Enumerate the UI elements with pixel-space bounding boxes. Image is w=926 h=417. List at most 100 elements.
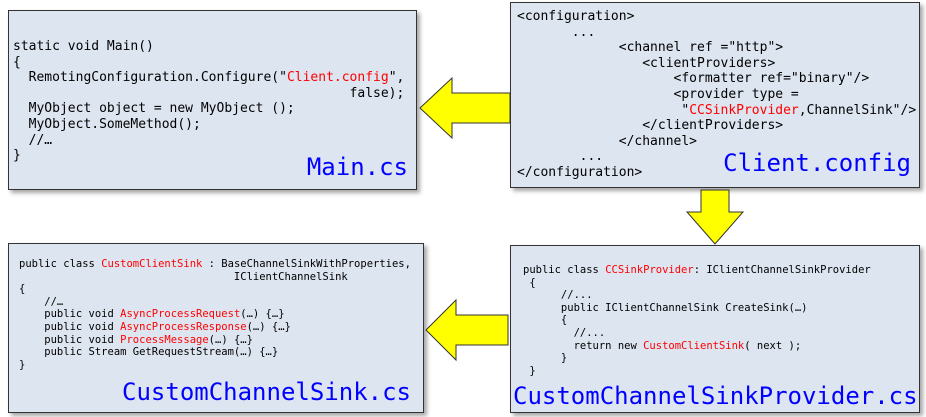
code-line: public void AsyncProcessResponse(…) {…} [19,321,411,334]
code-text: static void Main() [13,39,154,54]
code-line: public void ProcessMessage(…) {…} [19,334,411,347]
code-line: ... [517,149,916,165]
code-line: public Stream GetRequestStream(…) {…} [19,346,411,359]
code-line: <provider type = [517,87,916,103]
highlighted-identifier: CCSinkProvider [689,102,799,118]
arrow-left-top-icon [419,76,511,140]
code-line: "CCSinkProvider,ChannelSink"/> [517,103,916,119]
custom-channel-sink-provider-box: public class CCSinkProvider: IClientChan… [510,245,920,413]
code-text: (…) {…} [208,333,253,346]
code-line: ... [517,25,916,41]
code-text: </channel> [517,133,698,149]
code-text: } [13,148,21,164]
custom-channel-sink-filename: CustomChannelSink.cs [122,378,411,406]
code-text: //… [13,132,53,148]
highlighted-identifier: CCSinkProvider [605,264,694,276]
code-line: { [523,314,871,327]
code-line: //… [13,133,404,149]
code-text: false); [13,85,405,101]
code-text: //... [523,289,593,302]
code-text: public void [19,333,121,346]
code-text: IClientChannelSink [19,270,348,283]
arrow-left-bottom-icon [425,298,509,362]
code-line: return new CustomClientSink( next ); [523,340,871,353]
code-text: <channel ref ="http"> [517,40,784,56]
code-text: { [13,54,21,70]
code-text: </clientProviders> [517,118,784,134]
code-line: } [19,359,411,372]
code-line: RemotingConfiguration.Configure("Client.… [13,70,405,86]
code-line: } [13,148,404,164]
custom-channel-sink-code: public class CustomClientSink : BaseChan… [19,258,411,371]
code-line: <configuration> [517,9,916,25]
code-text: ( next ); [744,339,802,352]
client-config-filename: Client.config [723,149,911,177]
code-text: (…) {…} [246,320,291,333]
code-line: </configuration> [517,165,916,181]
code-line: </channel> [517,134,916,150]
code-line: } [523,365,871,378]
code-line: { [19,283,411,296]
code-line: </clientProviders> [517,118,916,134]
code-text: ", [388,70,405,86]
code-text: public class [523,264,606,276]
code-text: <formatter ref="binary"/> [517,71,870,87]
code-text: { [19,283,26,296]
code-text: { [523,314,568,327]
code-text: MyObject object = new MyObject (); [13,101,295,117]
code-text: <provider type = [517,86,799,102]
code-text: </configuration> [517,164,643,180]
highlighted-identifier: CustomClientSink [101,258,203,270]
main-cs-filename: Main.cs [306,153,408,181]
highlighted-identifier: AsyncProcessRequest [120,308,241,321]
code-text: MyObject.SomeMethod(); [13,116,201,132]
code-line: MyObject object = new MyObject (); [13,101,404,117]
code-line: //… [19,296,411,309]
client-config-code: <configuration> ... <channel ref ="http"… [517,9,916,181]
code-text: } [19,358,26,371]
client-config-box: <configuration> ... <channel ref ="http"… [510,2,920,188]
code-line: public void AsyncProcessRequest(…) {…} [19,308,411,321]
code-line: <channel ref ="http"> [517,40,916,56]
code-text: RemotingConfiguration.Configure(" [13,70,287,86]
highlighted-identifier: CustomClientSink [643,339,745,352]
highlighted-identifier: Client.config [286,70,389,86]
code-line: } [523,352,871,365]
code-text: : BaseChannelSinkWithProperties, [202,258,411,270]
code-text: <clientProviders> [517,55,776,71]
code-text: ,ChannelSink"/> [798,102,917,118]
code-line: false); [13,85,405,102]
code-line: public IClientChannelSink CreateSink(…) [523,302,871,315]
code-line: { [523,277,871,290]
highlighted-identifier: ProcessMessage [120,333,209,346]
code-text: } [523,364,536,377]
code-text: <configuration> [517,9,635,24]
code-text: //... [523,326,606,339]
code-line: //... [523,289,871,302]
code-text: public Stream GetRequestStream(…) {…} [19,346,279,359]
code-line: public class CustomClientSink : BaseChan… [19,258,411,271]
main-cs-box: static void Main(){ RemotingConfiguratio… [8,10,417,190]
code-text: " [517,102,690,118]
code-line: IClientChannelSink [19,271,411,284]
code-text: public IClientChannelSink CreateSink(…) [523,301,808,314]
code-text: public class [19,258,102,270]
custom-channel-sink-provider-filename: CustomChannelSinkProvider.cs [513,382,918,410]
custom-channel-sink-provider-code: public class CCSinkProvider: IClientChan… [523,264,871,377]
code-line: MyObject.SomeMethod(); [13,117,404,133]
code-text: { [523,276,536,289]
main-cs-code: static void Main(){ RemotingConfiguratio… [13,39,404,164]
code-text: public void [19,308,121,321]
code-text: //… [19,295,64,308]
code-line: { [13,55,404,71]
custom-channel-sink-box: public class CustomClientSink : BaseChan… [8,243,424,413]
code-text: : IClientChannelSinkProvider [693,264,871,276]
arrow-down-icon [685,189,745,245]
code-line: public class CCSinkProvider: IClientChan… [523,264,871,277]
code-text: ... [517,24,596,40]
code-text: ... [517,149,604,165]
code-line: //... [523,327,871,340]
code-text: public void [19,320,121,333]
code-text: (…) {…} [240,308,285,321]
code-text: return new [523,339,644,352]
